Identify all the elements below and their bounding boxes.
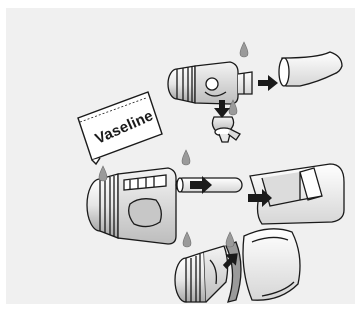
- bell-assembly: [175, 229, 300, 302]
- mouthpiece-assembly: [87, 164, 344, 244]
- valve-assembly: [168, 52, 342, 142]
- body-housing: [118, 168, 176, 244]
- sealing-ring: [226, 242, 241, 302]
- valve-plug: [212, 117, 240, 142]
- bell-cup: [243, 229, 300, 300]
- threaded-cap: [168, 66, 195, 103]
- threaded-cylinder: [87, 174, 118, 238]
- bottom-cylinder: [175, 246, 228, 302]
- valve-body: [195, 62, 252, 104]
- curved-pipe: [279, 52, 342, 86]
